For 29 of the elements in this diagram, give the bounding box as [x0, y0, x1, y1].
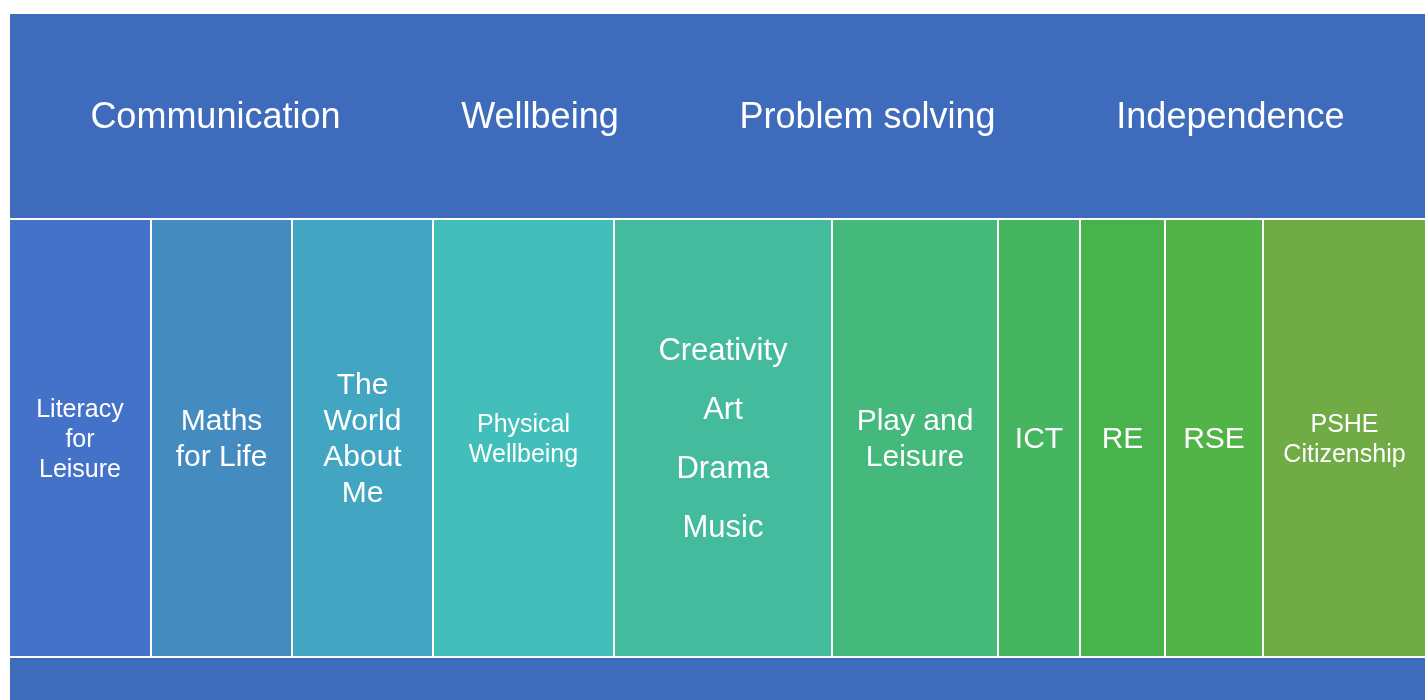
- subject-label: Literacy for Leisure: [35, 393, 125, 483]
- subject-label: ICT: [1014, 420, 1064, 456]
- band: [10, 658, 1425, 700]
- subject-column: [10, 220, 150, 656]
- subject-label: Drama: [676, 449, 770, 487]
- subject-column: [1264, 220, 1425, 656]
- subject-column: [1081, 220, 1164, 656]
- skill-heading: Communication: [90, 94, 341, 138]
- subject-column: [434, 220, 613, 656]
- subject-label: Maths for Life: [174, 402, 269, 474]
- subject-column: [999, 220, 1079, 656]
- subject-label: PSHE Citizenship: [1282, 408, 1407, 468]
- subject-label: Play and Leisure: [855, 402, 975, 474]
- subject-column: [833, 220, 997, 656]
- subject-label: Physical Wellbeing: [467, 408, 580, 468]
- subject-label: Creativity: [658, 330, 788, 368]
- subject-label: Art: [703, 389, 743, 427]
- skill-heading: Independence: [1116, 94, 1345, 138]
- subject-column: [152, 220, 291, 656]
- subject-column: [1166, 220, 1262, 656]
- subject-label: RE: [1101, 420, 1144, 456]
- header-band: [10, 14, 1425, 218]
- subject-label: Music: [682, 508, 764, 546]
- skill-heading: Problem solving: [739, 94, 996, 138]
- subject-column: [615, 220, 831, 656]
- skill-heading: Wellbeing: [461, 94, 619, 138]
- subject-label: RSE: [1183, 420, 1245, 456]
- subject-label: The World About Me: [322, 366, 403, 510]
- subject-column: [293, 220, 432, 656]
